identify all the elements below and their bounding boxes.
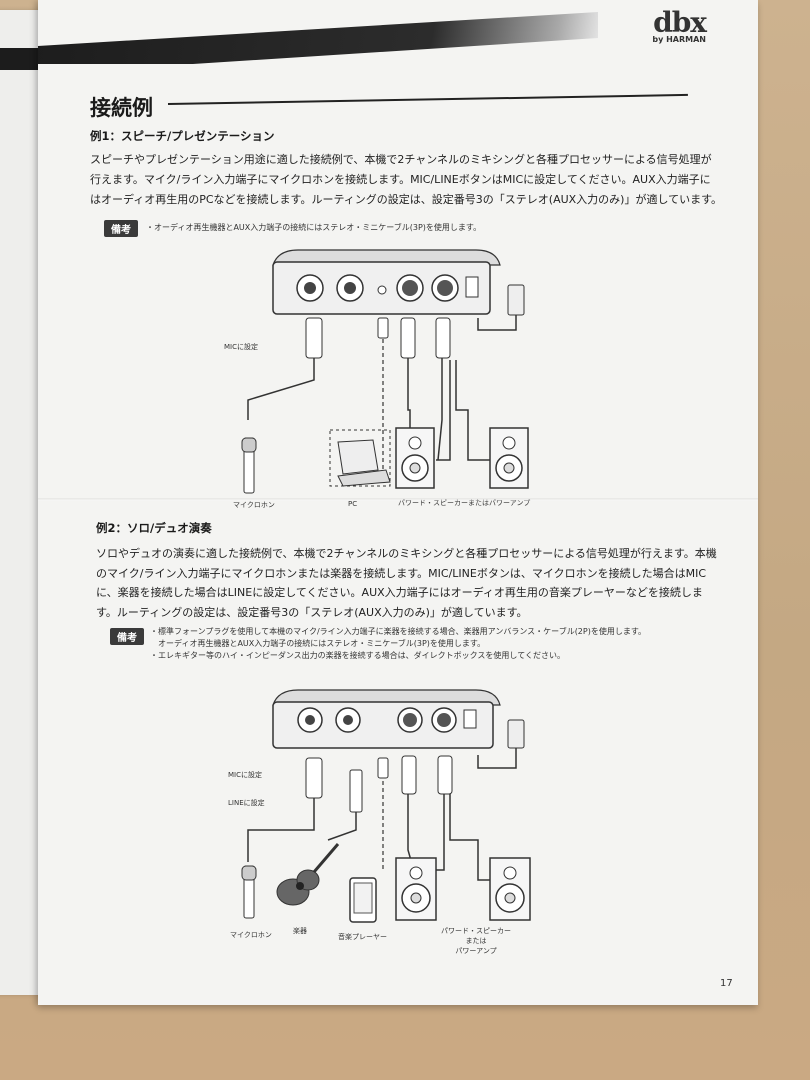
note-badge: 備考 <box>104 220 138 237</box>
mixer-unit-1 <box>272 249 501 315</box>
speaker-icon <box>489 857 531 921</box>
xlr-plug-icon <box>401 755 417 795</box>
speakers-label-line: パワーアンプ <box>455 947 497 955</box>
example2-line: に、楽器を接続した場合はLINEに設定してください。AUX入力端子にはオーディオ… <box>96 586 703 599</box>
example1-body: スピーチやプレゼンテーション用途に適した接続例で、本機で2チャンネルのミキシング… <box>90 150 750 210</box>
music-player-icon <box>349 877 377 923</box>
logo-mark: dbx <box>653 6 707 39</box>
speaker-icon <box>489 427 529 489</box>
phone-plug-icon <box>349 769 363 813</box>
example2-notes: ・標準フォーンプラグを使用して本機のマイク/ライン入力端子に楽器を接続する場合、… <box>150 626 750 662</box>
example1-diagram <box>241 249 529 494</box>
section-title: 接続例 <box>90 96 153 120</box>
microphone-icon <box>241 437 257 494</box>
xlr-plug-icon <box>435 317 451 359</box>
page-fold <box>38 498 758 501</box>
example2-note: オーディオ再生機器とAUX入力端子の接続にはステレオ・ミニケーブル(3P)を使用… <box>150 639 486 648</box>
example1-line: スピーチやプレゼンテーション用途に適した接続例で、本機で2チャンネルのミキシング… <box>90 153 712 166</box>
microphone-icon <box>241 865 257 919</box>
power-adapter-1 <box>477 284 525 331</box>
example2-note: ・エレキギター等のハイ・インピーダンス出力の楽器を接続する場合は、ダイレクトボッ… <box>150 651 565 660</box>
power-adapter-2 <box>477 719 525 769</box>
note-badge: 備考 <box>110 628 144 645</box>
pc-label: PC <box>348 500 358 508</box>
music-player-label: 音楽プレーヤー <box>338 933 387 941</box>
example1-line: 行えます。マイク/ライン入力端子にマイクロホンを接続します。MIC/LINEボタ… <box>90 173 711 186</box>
mic-setting-label: MICに設定 <box>228 771 262 779</box>
mixer-unit-2 <box>272 689 501 749</box>
speakers-label-line: パワード・スピーカー <box>441 927 511 935</box>
example2-note: ・標準フォーンプラグを使用して本機のマイク/ライン入力端子に楽器を接続する場合、… <box>150 627 647 636</box>
laptop-icon <box>329 429 391 487</box>
brand-logo: dbx by HARMAN <box>652 6 707 44</box>
example1-note: ・オーディオ再生機器とAUX入力端子の接続にはステレオ・ミニケーブル(3P)を使… <box>146 223 482 232</box>
mic-setting-label: MICに設定 <box>224 343 258 351</box>
speaker-icon <box>395 427 435 489</box>
xlr-plug-icon <box>305 757 323 799</box>
speakers-label-line: または <box>465 937 487 945</box>
instrument-label: 楽器 <box>293 927 307 935</box>
line-setting-label: LINEに設定 <box>228 799 265 807</box>
manual-page: dbx by HARMAN 接続例 例1：スピーチ/プレゼンテーション スピーチ… <box>38 0 758 1005</box>
speakers-label: パワード・スピーカーまたはパワーアンプ <box>398 499 531 507</box>
page-number: 17 <box>720 978 733 989</box>
example2-body: ソロやデュオの演奏に適した接続例で、本機で2チャンネルのミキシングと各種プロセッ… <box>96 544 756 622</box>
example2-line: ソロやデュオの演奏に適した接続例で、本機で2チャンネルのミキシングと各種プロセッ… <box>96 547 717 560</box>
example2-diagram <box>241 689 531 923</box>
guitar-icon <box>276 843 340 906</box>
example2-line: のマイク/ライン入力端子にマイクロホンまたは楽器を接続します。MIC/LINEボ… <box>96 566 707 580</box>
xlr-plug-icon <box>305 317 323 359</box>
speakers-label: パワード・スピーカー または パワーアンプ <box>436 926 516 956</box>
xlr-plug-icon <box>437 755 453 795</box>
mini-plug-icon <box>377 757 389 779</box>
xlr-plug-icon <box>400 317 416 359</box>
example1-heading: 例1：スピーチ/プレゼンテーション <box>90 129 275 143</box>
mini-plug-icon <box>377 317 389 339</box>
speaker-icon <box>395 857 437 921</box>
logo-subtitle: by HARMAN <box>652 35 706 44</box>
example2-heading: 例2：ソロ/デュオ演奏 <box>96 521 212 535</box>
microphone-label: マイクロホン <box>233 501 275 509</box>
example1-line: はオーディオ再生用のPCなどを接続します。ルーティングの設定は、設定番号3の「ス… <box>90 193 723 206</box>
left-page-stripe <box>0 48 50 70</box>
example2-line: す。ルーティングの設定は、設定番号3の「ステレオ(AUX入力のみ)」が適していま… <box>96 605 528 619</box>
microphone-label: マイクロホン <box>230 931 272 939</box>
